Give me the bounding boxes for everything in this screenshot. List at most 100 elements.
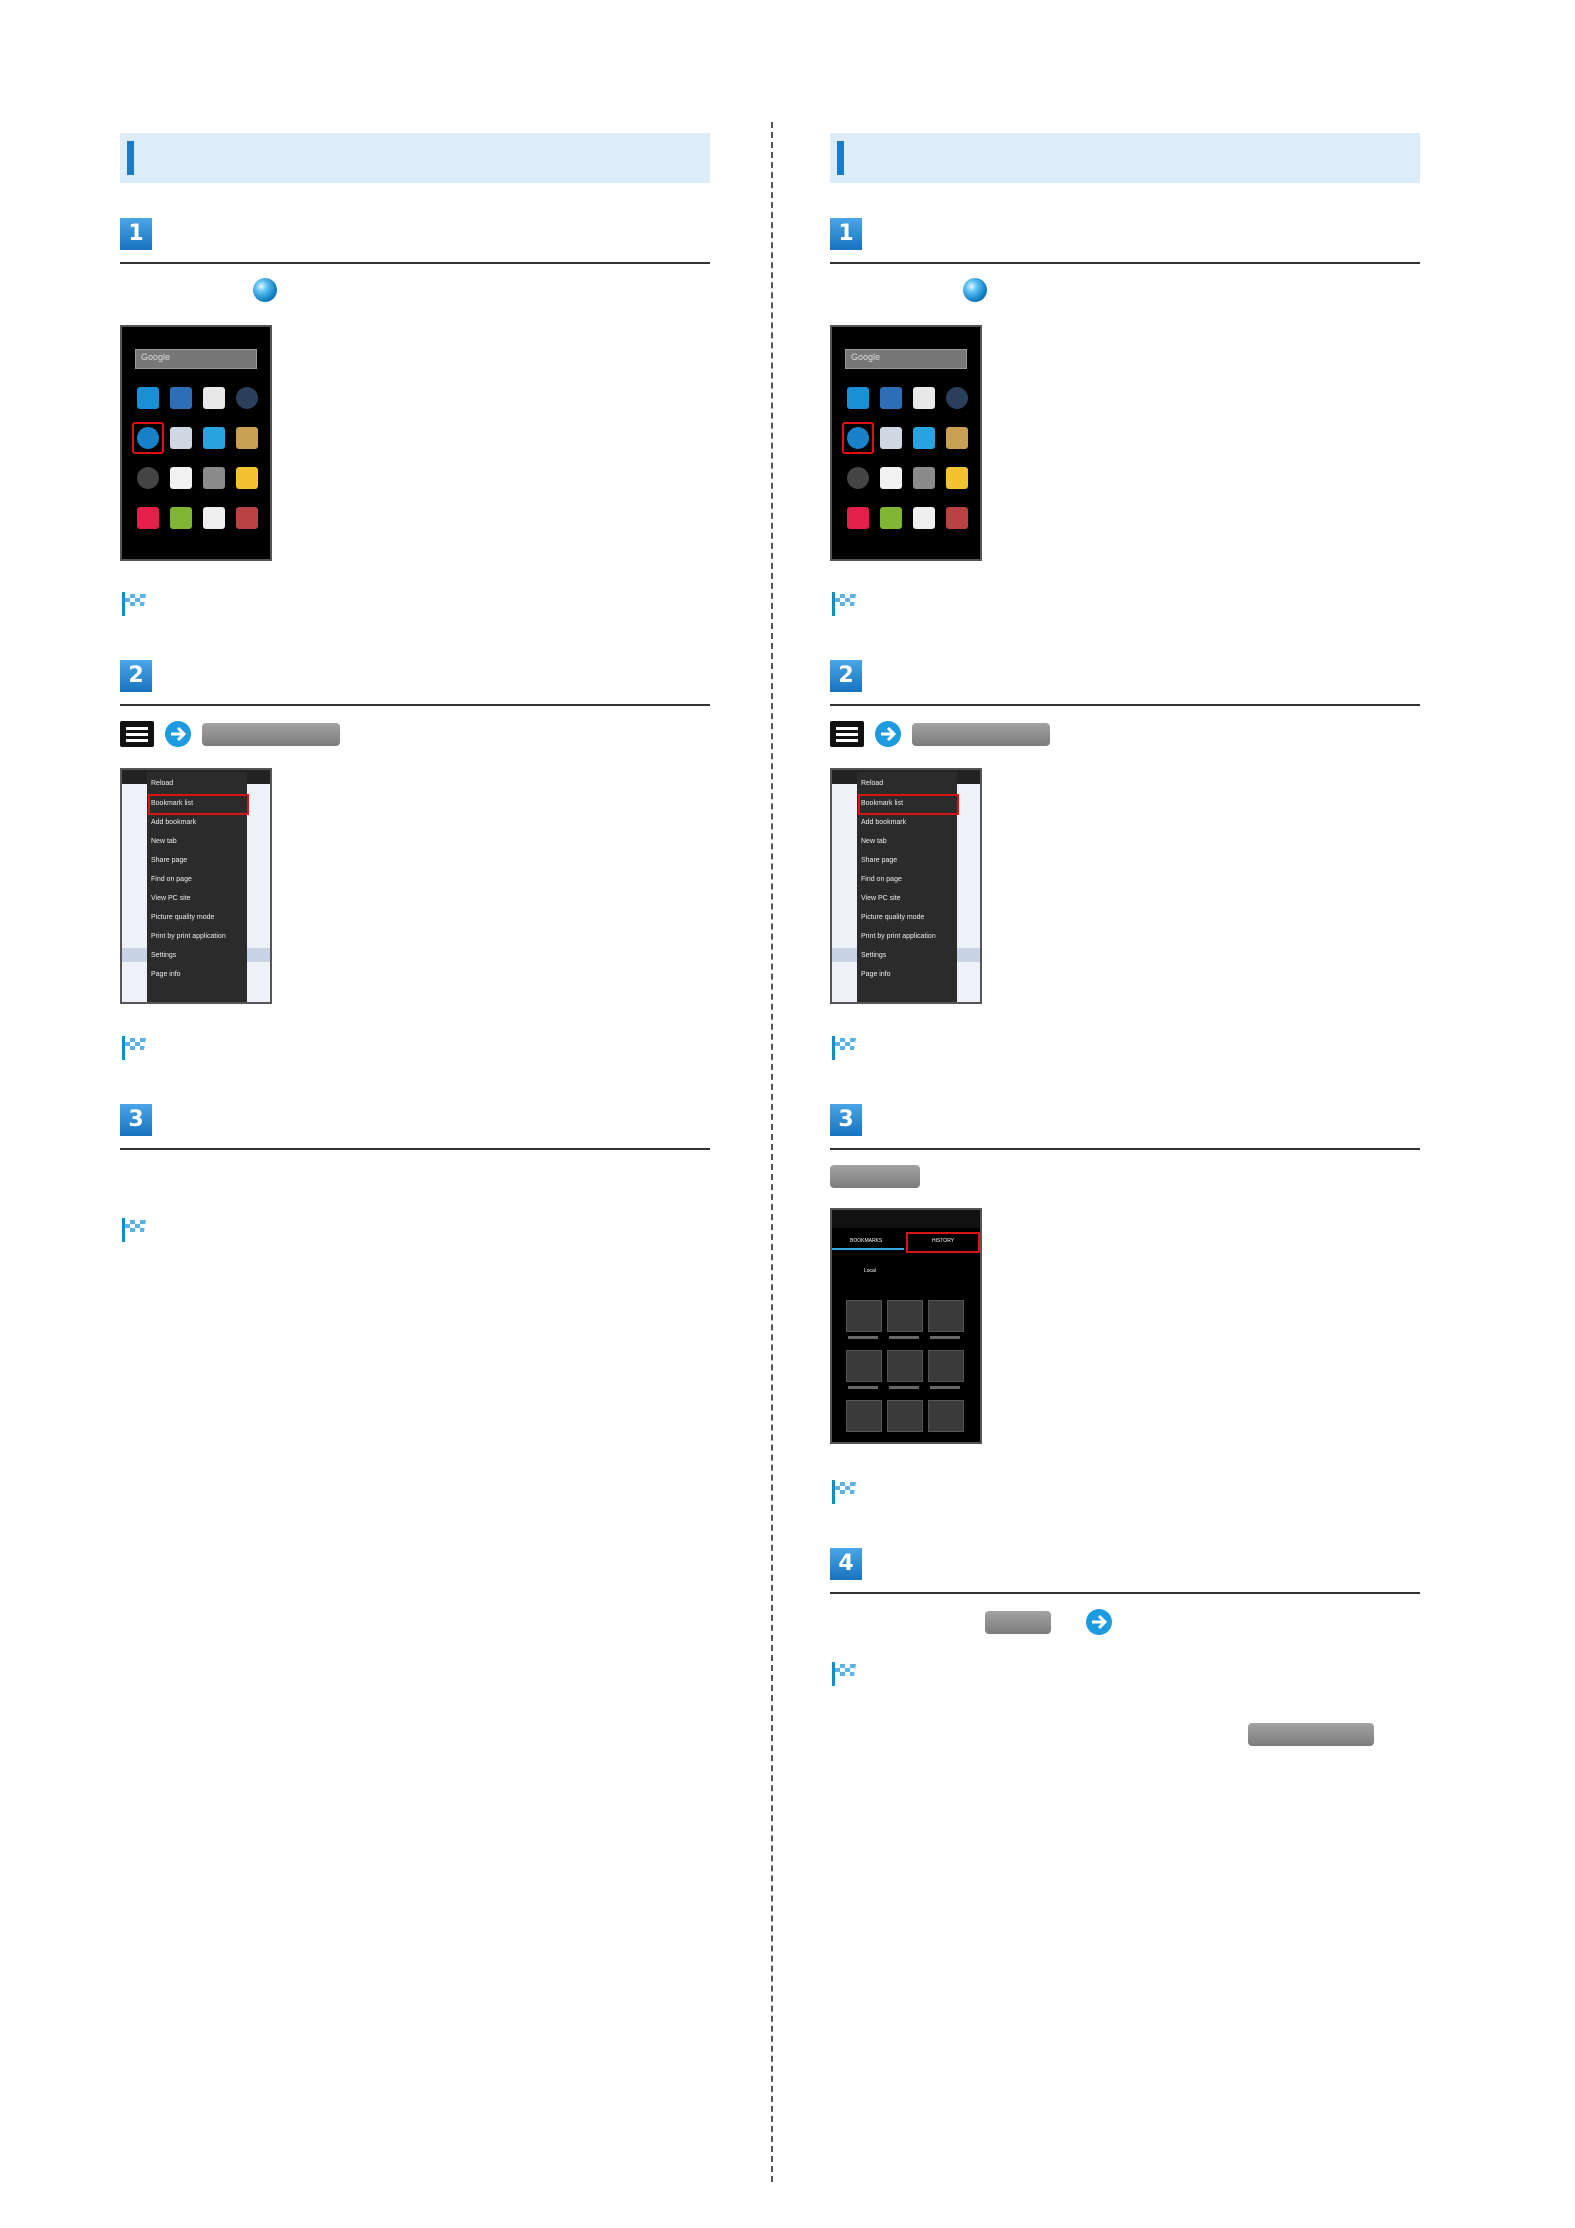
bookmark-thumbnail[interactable] [928, 1350, 964, 1382]
menu-item-bookmark-list[interactable]: Bookmark list [151, 800, 194, 807]
calculator-app-icon [203, 467, 225, 489]
google-search-bar: Google [845, 349, 967, 369]
menu-item-view-pc-site[interactable]: View PC site [861, 895, 901, 902]
menu-key-icon [120, 721, 154, 747]
address-book-app-icon [880, 387, 902, 409]
step-number: 3 [830, 1104, 862, 1136]
menu-item-reload[interactable]: Reload [151, 780, 174, 787]
step-number: 1 [830, 218, 862, 250]
menu-item-page-info[interactable]: Page info [151, 971, 181, 978]
camera-app-icon [946, 387, 968, 409]
tv-app-icon [203, 427, 225, 449]
yahoo-app-icon [137, 507, 159, 529]
bookmark-list-button[interactable] [912, 723, 1050, 746]
bookmark-thumbnail[interactable] [846, 1400, 882, 1432]
bookmark-thumbnail[interactable] [887, 1300, 923, 1332]
menu-item-find-on-page[interactable]: Find on page [861, 876, 902, 883]
history-button[interactable] [830, 1165, 920, 1188]
browser-highlight [842, 422, 874, 454]
phone-home-screen: Google [120, 325, 272, 561]
menu-item-page-info[interactable]: Page info [861, 971, 891, 978]
phone-app-icon [847, 387, 869, 409]
step-number: 2 [120, 660, 152, 692]
checkered-flag-icon [832, 1662, 856, 1686]
history-tab-highlight [906, 1232, 980, 1253]
phone-bookmarks-screen: BOOKMARKS HISTORY Local [830, 1208, 982, 1444]
menu-item-add-bookmark[interactable]: Add bookmark [861, 819, 907, 826]
notepad-app-icon [170, 467, 192, 489]
checkered-flag-icon [832, 1480, 856, 1504]
menu-item-settings[interactable]: Settings [151, 952, 177, 959]
browser-highlight [132, 422, 164, 454]
menu-item-share-page[interactable]: Share page [151, 857, 188, 864]
clock-app-icon [137, 467, 159, 489]
notepad-app-icon [880, 467, 902, 489]
menu-item-new-tab[interactable]: New tab [151, 838, 177, 845]
gray-button[interactable] [1248, 1723, 1374, 1746]
checkered-flag-icon [122, 1036, 146, 1060]
bookmark-thumbnail[interactable] [846, 1350, 882, 1382]
clock-app-icon [847, 467, 869, 489]
menu-highlight [148, 794, 249, 815]
calendar-app-icon [880, 427, 902, 449]
settings-app-icon [880, 507, 902, 529]
checkered-flag-icon [122, 592, 146, 616]
step-number: 4 [830, 1548, 862, 1580]
arrow-right-icon [875, 721, 901, 747]
yahoo-app-icon [847, 507, 869, 529]
section-header [120, 133, 710, 183]
play-store-app-icon [203, 507, 225, 529]
step-number: 2 [830, 660, 862, 692]
checkered-flag-icon [832, 592, 856, 616]
browser-app-icon [847, 427, 869, 449]
bookmark-thumbnail[interactable] [887, 1400, 923, 1432]
arrow-right-icon [1086, 1609, 1112, 1635]
menu-item-view-pc-site[interactable]: View PC site [151, 895, 191, 902]
menu-item-add-bookmark[interactable]: Add bookmark [151, 819, 197, 826]
menu-item-picture-quality[interactable]: Picture quality mode [861, 914, 925, 921]
bookmark-thumbnail[interactable] [846, 1300, 882, 1332]
album-app-icon [236, 427, 258, 449]
menu-item-picture-quality[interactable]: Picture quality mode [151, 914, 215, 921]
bookmark-thumbnail[interactable] [887, 1350, 923, 1382]
email-app-icon [236, 467, 258, 489]
menu-item-share-page[interactable]: Share page [861, 857, 898, 864]
gray-button[interactable] [985, 1611, 1051, 1634]
bookmark-list-button[interactable] [202, 723, 340, 746]
tab-history[interactable]: HISTORY [932, 1238, 955, 1244]
checkered-flag-icon [832, 1036, 856, 1060]
step-rule [830, 704, 1420, 706]
step-rule [830, 1592, 1420, 1594]
search-label: Google [141, 352, 171, 362]
phone-browser-menu: Reload Bookmark list Add bookmark New ta… [120, 768, 272, 1004]
calculator-app-icon [913, 467, 935, 489]
tab-bookmarks[interactable]: BOOKMARKS [850, 1238, 883, 1244]
globe-icon [253, 278, 277, 302]
bookmark-thumbnail[interactable] [928, 1400, 964, 1432]
menu-item-settings[interactable]: Settings [861, 952, 887, 959]
globe-icon [963, 278, 987, 302]
email-app-icon [946, 467, 968, 489]
browser-app-icon [137, 427, 159, 449]
menu-item-find-on-page[interactable]: Find on page [151, 876, 192, 883]
menu-item-print[interactable]: Print by print application [151, 933, 226, 940]
section-header [830, 133, 1420, 183]
step-rule [830, 262, 1420, 264]
menu-key-icon [830, 721, 864, 747]
google-folder-icon [946, 507, 968, 529]
menu-item-reload[interactable]: Reload [861, 780, 884, 787]
bookmark-thumbnail[interactable] [928, 1300, 964, 1332]
step-number: 1 [120, 218, 152, 250]
mail-app-icon [203, 387, 225, 409]
phone-home-screen: Google [830, 325, 982, 561]
section-bar [837, 141, 844, 175]
column-divider [771, 122, 773, 2182]
menu-item-print[interactable]: Print by print application [861, 933, 936, 940]
menu-item-bookmark-list[interactable]: Bookmark list [861, 800, 904, 807]
phone-browser-menu: Reload Bookmark list Add bookmark New ta… [830, 768, 982, 1004]
menu-item-new-tab[interactable]: New tab [861, 838, 887, 845]
step-rule [830, 1148, 1420, 1150]
tab-indicator [832, 1248, 904, 1250]
step-rule [120, 704, 710, 706]
calendar-app-icon [170, 427, 192, 449]
